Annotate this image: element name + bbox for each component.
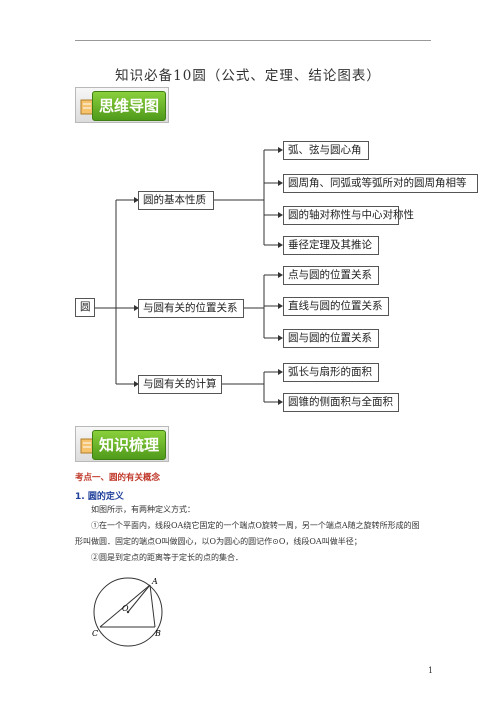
paragraph: ①在一个平面内，线段OA绕它固定的一个端点O旋转一周，另一个端点A随之旋转所形成… bbox=[75, 521, 420, 546]
mindmap-leaf: 圆的轴对称性与中心对称性 bbox=[283, 206, 414, 225]
mindmap-leaf: 圆锥的侧面积与全面积 bbox=[283, 393, 399, 412]
point-b-label: B bbox=[154, 629, 161, 638]
mindmap-leaf: 圆周角、同弧或等弧所对的圆周角相等 bbox=[283, 174, 478, 193]
page-number: 1 bbox=[428, 666, 434, 675]
subsection-heading: 1. 圆的定义 bbox=[75, 492, 124, 502]
mindmap-root: 圆 bbox=[75, 298, 95, 317]
mindmap-branch: 圆的基本性质 bbox=[138, 191, 214, 210]
mindmap-leaf: 直线与圆的位置关系 bbox=[283, 297, 389, 316]
mindmap-branch: 与圆有关的计算 bbox=[138, 375, 222, 394]
mind-map-banner: 思维导图 bbox=[75, 87, 169, 123]
header-rule bbox=[75, 40, 431, 41]
section-heading: 考点一、圆的有关概念 bbox=[75, 473, 161, 483]
point-c-label: C bbox=[92, 629, 98, 638]
page-title: 知识必备10圆（公式、定理、结论图表） bbox=[115, 68, 381, 84]
point-o-label: O bbox=[122, 604, 129, 613]
mindmap-branch: 与圆有关的位置关系 bbox=[138, 299, 244, 318]
mindmap-leaf: 垂径定理及其推论 bbox=[283, 236, 379, 255]
knowledge-label: 知识梳理 bbox=[92, 430, 166, 460]
notebook-icon bbox=[80, 438, 94, 454]
knowledge-banner: 知识梳理 bbox=[75, 426, 169, 462]
mindmap-leaf: 圆与圆的位置关系 bbox=[283, 329, 379, 348]
mind-map-label: 思维导图 bbox=[92, 91, 166, 121]
paragraph: 如图所示，有两种定义方式： bbox=[91, 505, 195, 514]
mindmap-leaf: 弧、弦与圆心角 bbox=[283, 141, 369, 160]
mindmap-leaf: 弧长与扇形的面积 bbox=[283, 363, 379, 382]
paragraph: ②圆是到定点的距离等于定长的点的集合． bbox=[91, 553, 243, 562]
mindmap-leaf: 点与圆的位置关系 bbox=[283, 266, 379, 285]
point-a-label: A bbox=[151, 577, 158, 586]
circle-figure: A O B C bbox=[92, 577, 163, 647]
